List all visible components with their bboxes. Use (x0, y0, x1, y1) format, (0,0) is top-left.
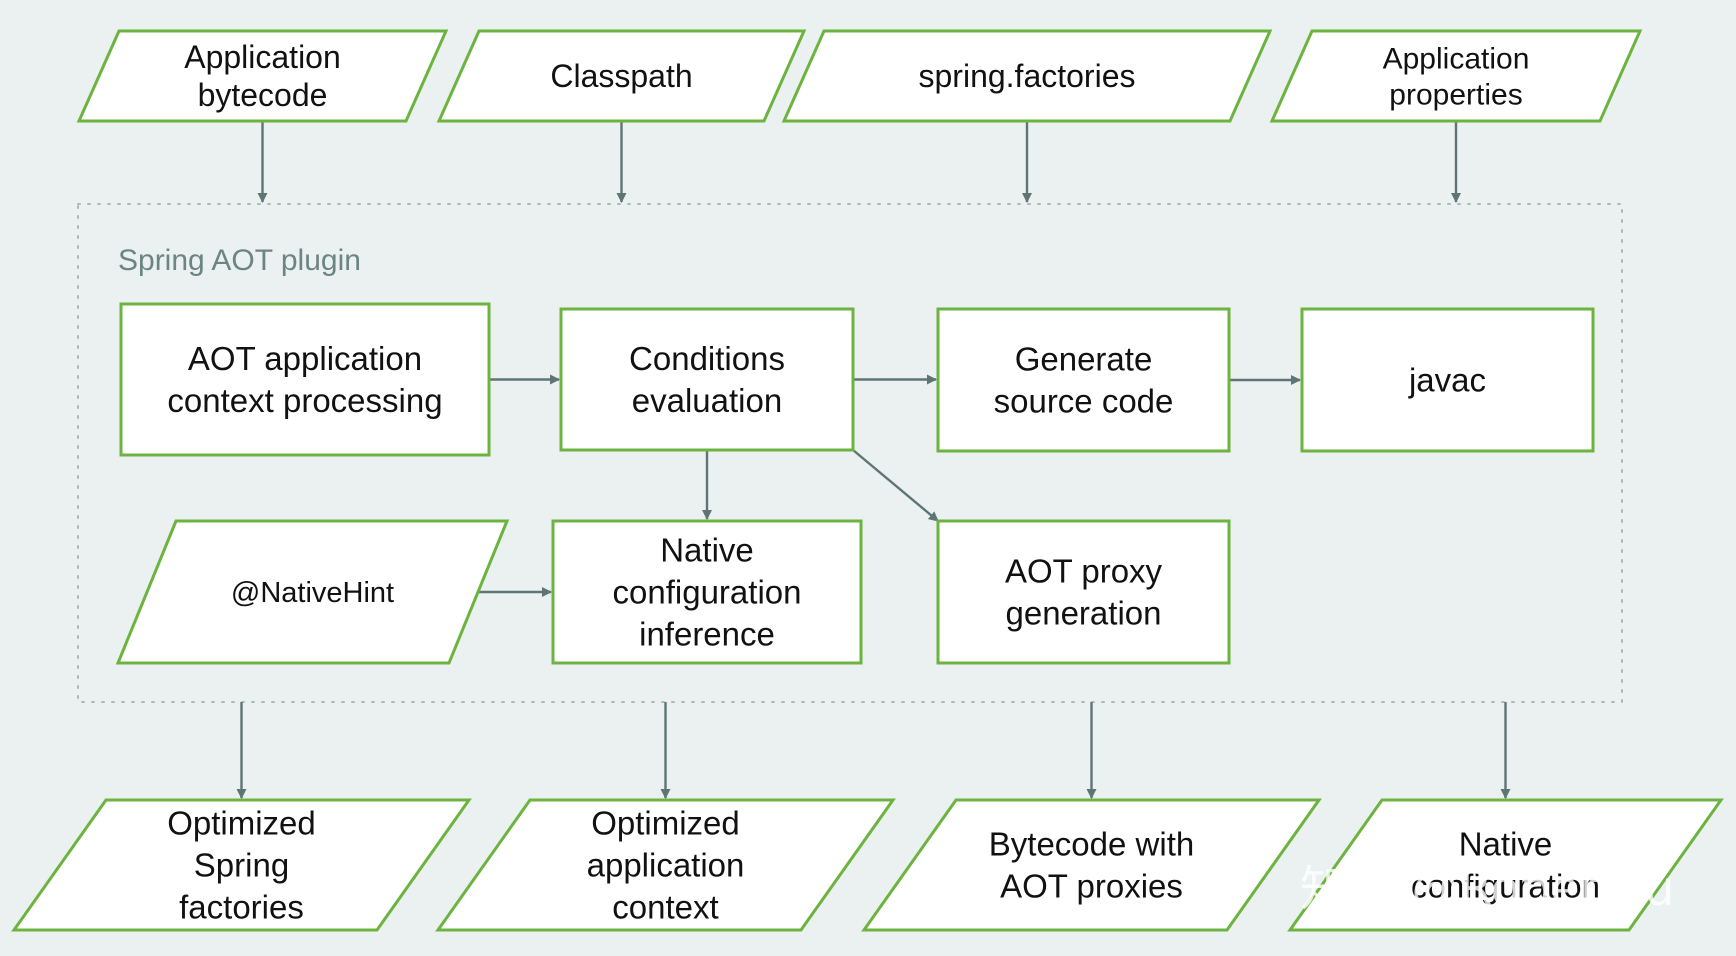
aot-context-processing-label-line: context processing (167, 382, 442, 419)
out-spring-factories-label-line: factories (179, 889, 304, 926)
generate-source-code-label-line: source code (994, 383, 1174, 420)
in-properties-label-line: properties (1389, 79, 1522, 112)
in-spring-factories-label-line: spring.factories (919, 58, 1136, 94)
out-app-context-label-line: application (587, 847, 745, 884)
out-app-context-label-line: context (612, 889, 718, 926)
aot-context-processing-shape (119, 302, 491, 457)
aot-proxy-generation-label-line: AOT proxy (1005, 553, 1163, 590)
javac-label-line: javac (1408, 362, 1486, 399)
in-classpath-shape (436, 29, 807, 123)
out-spring-factories-label-line: Optimized (167, 805, 316, 842)
in-classpath-node: Classpath (436, 29, 807, 123)
in-bytecode-shape (76, 29, 449, 123)
out-app-context-shape (435, 798, 896, 932)
in-spring-factories-shape (781, 29, 1273, 123)
out-bytecode-proxies-label-line: AOT proxies (1000, 868, 1183, 905)
conditions-evaluation-shape (559, 307, 855, 452)
in-properties-shape (1269, 29, 1643, 123)
aot-proxy-generation-label-line: generation (1006, 595, 1162, 632)
native-hint-shape (115, 519, 510, 665)
edges (236, 121, 1511, 799)
in-spring-factories-node: spring.factories (781, 29, 1273, 123)
out-native-config-node: Native configuration (1287, 798, 1724, 932)
out-native-config-shape (1287, 798, 1724, 932)
in-properties-label-line: Application (1383, 43, 1530, 76)
arrow-conditions-evaluation-to-aot-proxy-generation (852, 449, 939, 522)
aot-proxy-generation-node: AOT proxy generation (936, 519, 1231, 665)
out-native-config-label-line: configuration (1411, 868, 1600, 905)
native-config-inference-label-line: configuration (613, 574, 802, 611)
in-bytecode-label-line: bytecode (198, 77, 328, 113)
native-config-inference-label-line: Native (660, 532, 754, 569)
native-config-inference-shape (551, 519, 863, 665)
aot-proxy-generation-shape (936, 519, 1231, 665)
generate-source-code-shape (936, 307, 1231, 453)
out-app-context-node: Optimized application context (435, 798, 896, 932)
native-config-inference-node: Native configuration inference (551, 519, 863, 665)
plugin-frame (77, 203, 1623, 703)
generate-source-code-label-line: Generate (1015, 341, 1153, 378)
out-spring-factories-shape (11, 798, 472, 932)
watermark: 知乎 @RobertLu (1300, 861, 1675, 917)
conditions-evaluation-label-line: Conditions (629, 340, 785, 377)
conditions-evaluation-node: Conditions evaluation (559, 307, 855, 452)
aot-context-processing-node: AOT application context processing (119, 302, 491, 457)
in-classpath-label-line: Classpath (550, 58, 692, 94)
javac-node: javac (1300, 307, 1595, 453)
native-config-inference-label-line: inference (639, 616, 775, 653)
javac-shape (1300, 307, 1595, 453)
native-hint-node: @NativeHint (115, 519, 510, 665)
generate-source-code-node: Generate source code (936, 307, 1231, 453)
out-app-context-label-line: Optimized (591, 805, 740, 842)
aot-context-processing-label-line: AOT application (188, 340, 422, 377)
out-native-config-label-line: Native (1459, 826, 1553, 863)
conditions-evaluation-label-line: evaluation (632, 382, 782, 419)
plugin-label: Spring AOT plugin (118, 244, 361, 277)
out-bytecode-proxies-shape (861, 798, 1322, 932)
out-bytecode-proxies-label-line: Bytecode with (989, 826, 1194, 863)
out-spring-factories-label-line: Spring (194, 847, 289, 884)
native-hint-label-line: @NativeHint (231, 577, 394, 609)
in-bytecode-label-line: Application (184, 39, 341, 75)
